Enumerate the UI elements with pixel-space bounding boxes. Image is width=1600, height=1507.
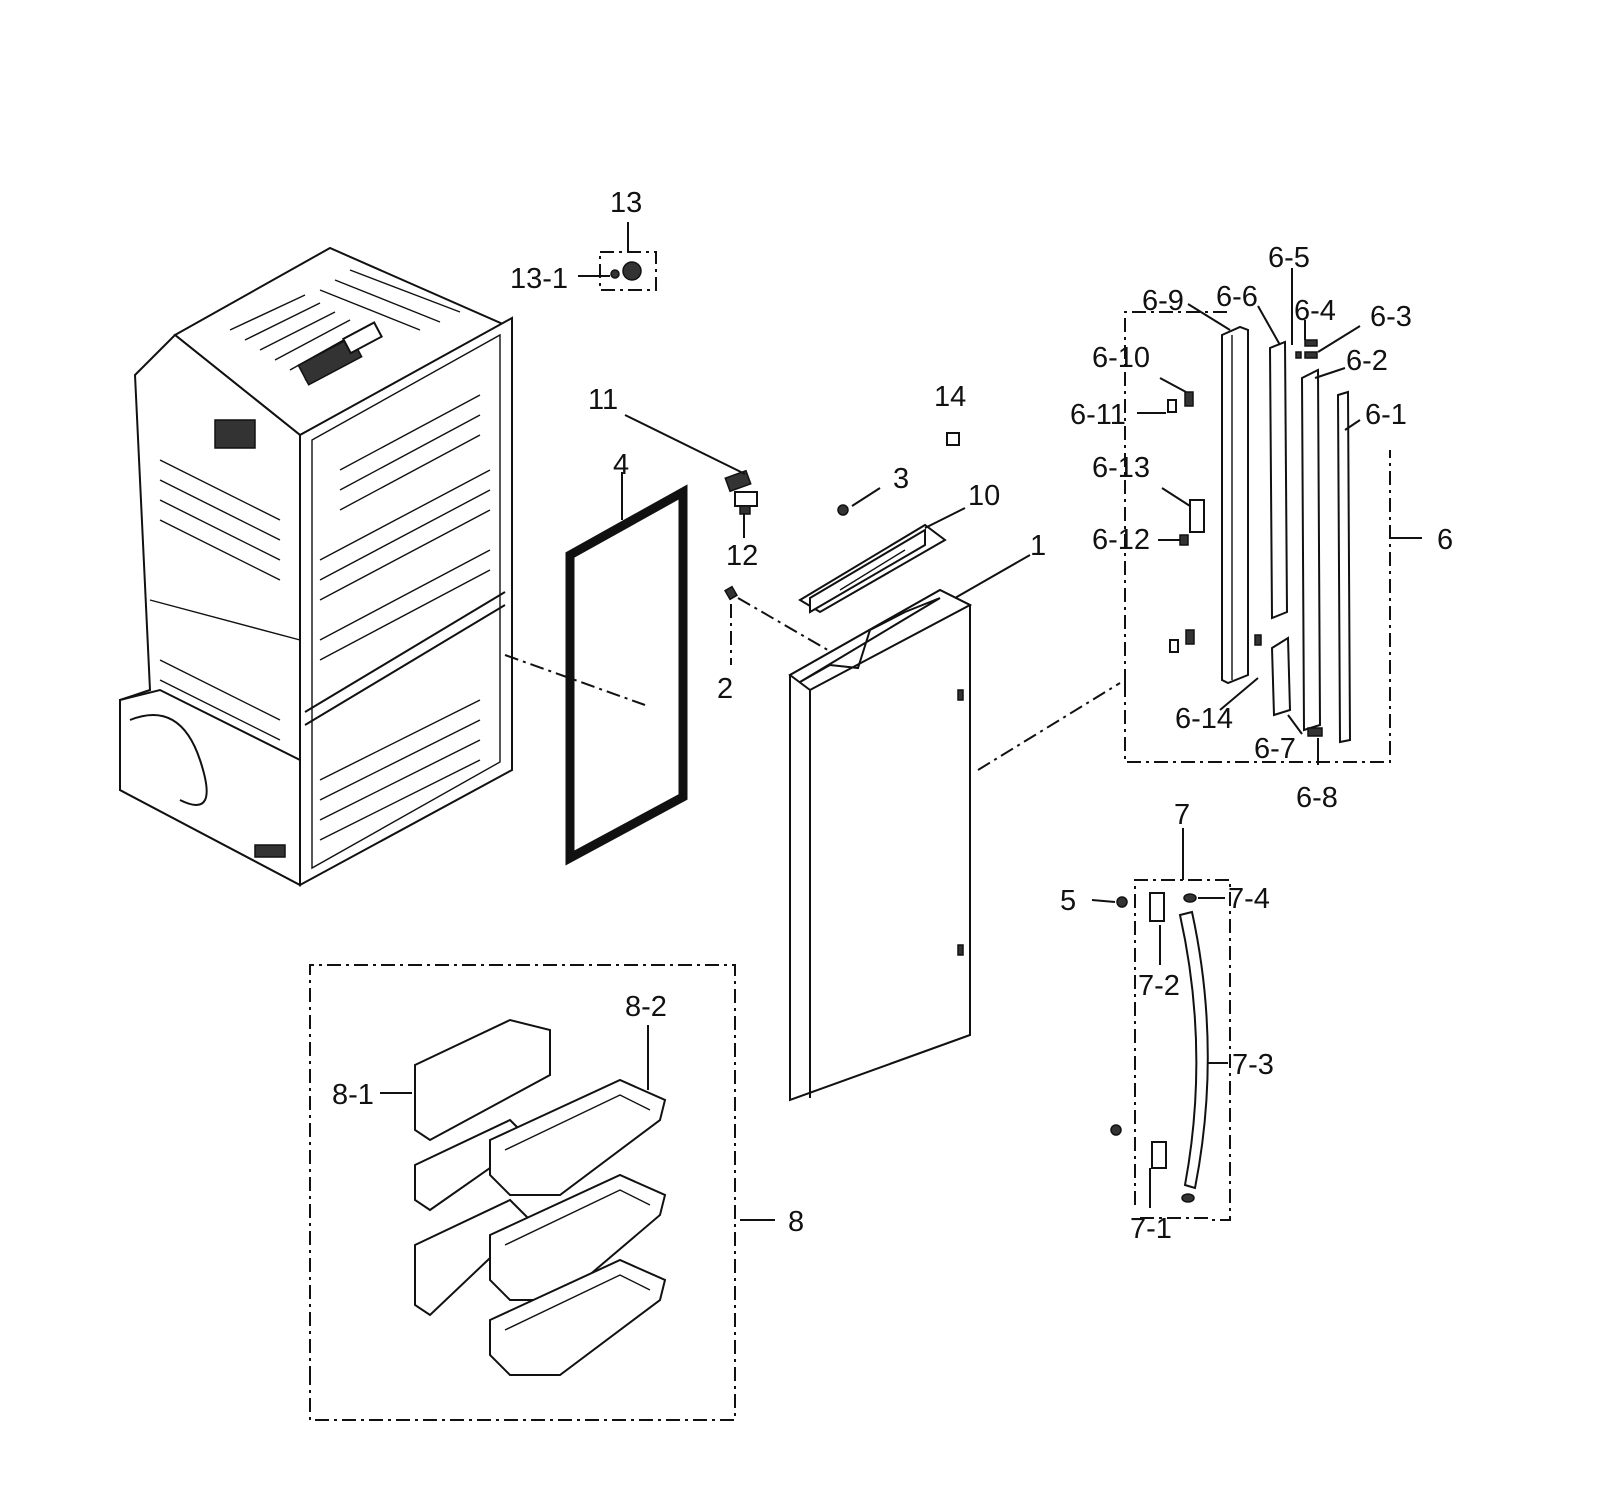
hinge-pin <box>724 585 846 665</box>
callout-6-13: 6-13 <box>1092 452 1150 484</box>
callout-labels: 1 2 3 4 5 6 6-1 6-2 6-3 6-4 6-5 6-6 6-7 … <box>332 187 1453 1245</box>
callout-6-6: 6-6 <box>1216 281 1258 313</box>
callout-7: 7 <box>1174 799 1190 831</box>
door-handle-assembly <box>1091 828 1231 1221</box>
callout-6-10: 6-10 <box>1092 342 1150 374</box>
callout-7-2: 7-2 <box>1138 970 1180 1002</box>
callout-8-1: 8-1 <box>332 1079 374 1111</box>
callout-7-1: 7-1 <box>1130 1213 1172 1245</box>
callout-7-4: 7-4 <box>1228 883 1270 915</box>
callout-6-11: 6-11 <box>1070 399 1126 431</box>
callout-6-2: 6-2 <box>1346 345 1388 377</box>
callout-14: 14 <box>934 381 966 413</box>
callout-6-4: 6-4 <box>1294 295 1336 327</box>
door-top-cap <box>798 432 966 614</box>
callout-13-1: 13-1 <box>510 263 568 295</box>
callout-8-2: 8-2 <box>625 991 667 1023</box>
callout-6-1: 6-1 <box>1365 399 1407 431</box>
callout-6-5: 6-5 <box>1268 242 1310 274</box>
callout-6-8: 6-8 <box>1296 782 1338 814</box>
refrigerator-door <box>788 554 1121 1102</box>
sensor-assembly <box>578 222 657 291</box>
refrigerator-cabinet <box>119 246 513 887</box>
callout-12: 12 <box>726 540 758 572</box>
callout-13: 13 <box>610 187 642 219</box>
door-gasket <box>565 472 688 866</box>
callout-11: 11 <box>588 384 618 416</box>
callout-6: 6 <box>1437 524 1453 556</box>
callout-6-12: 6-12 <box>1092 524 1150 556</box>
door-hinge <box>624 414 758 538</box>
callout-6-9: 6-9 <box>1142 285 1184 317</box>
callout-8: 8 <box>788 1206 804 1238</box>
callout-6-7: 6-7 <box>1254 733 1296 765</box>
door-bins-assembly <box>309 964 775 1421</box>
large-door-bin <box>489 1025 667 1376</box>
callout-3: 3 <box>893 463 909 495</box>
callout-6-14: 6-14 <box>1175 703 1233 735</box>
callout-6-3: 6-3 <box>1370 301 1412 333</box>
callout-4: 4 <box>613 449 629 481</box>
callout-2: 2 <box>717 673 733 705</box>
callout-5: 5 <box>1060 885 1076 917</box>
callout-1: 1 <box>1030 530 1046 562</box>
callout-7-3: 7-3 <box>1232 1049 1274 1081</box>
door-trim-assembly <box>1124 268 1422 765</box>
callout-10: 10 <box>968 480 1000 512</box>
